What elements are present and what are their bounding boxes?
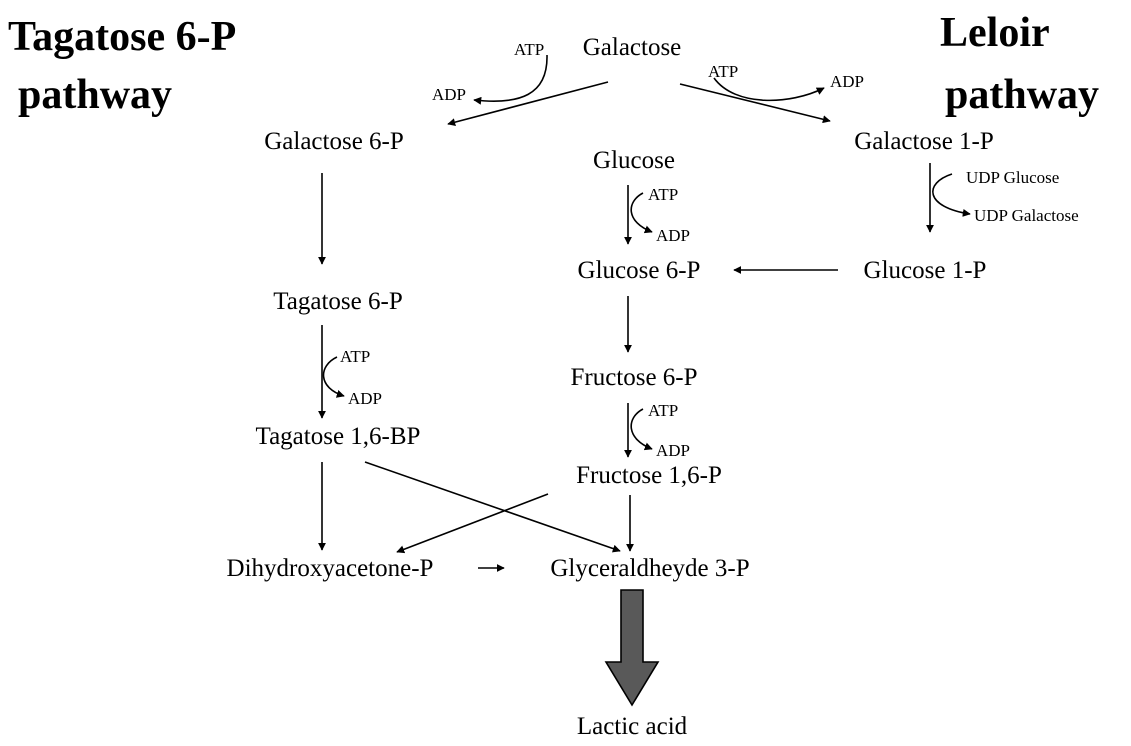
cofactor-adp-tagatose: ADP: [348, 389, 383, 408]
node-glucose-1p: Glucose 1-P: [863, 257, 987, 284]
cofactor-adp-fructose: ADP: [656, 441, 691, 460]
cofactor-udp-galactose: UDP Galactose: [974, 206, 1079, 225]
node-lactic-acid: Lactic acid: [576, 713, 688, 740]
arrow-galactose-to-galactose-1p: [679, 83, 831, 124]
node-glucose: Glucose: [593, 147, 675, 174]
node-galactose-1p: Galactose 1-P: [854, 128, 994, 155]
node-glyceraldehyde-3p: Glyceraldheyde 3-P: [550, 555, 750, 582]
node-tagatose-16bp: Tagatose 1,6-BP: [255, 423, 421, 450]
curve-atp-to-adp-right: [713, 77, 825, 102]
cofactor-atp-tagatose: ATP: [340, 347, 371, 366]
arrow-fructose-16p-to-dihydroxyacetone-p: [396, 493, 549, 554]
cofactor-udp-glucose: UDP Glucose: [966, 168, 1060, 187]
leloir-pathway-heading-line1: Leloir: [940, 10, 1050, 56]
node-galactose: Galactose: [582, 34, 682, 61]
cofactor-atp-fructose: ATP: [648, 401, 679, 420]
cofactor-atp-top-left: ATP: [514, 40, 545, 59]
cofactor-adp-glucose: ADP: [656, 226, 691, 245]
cofactor-atp-top-right: ATP: [708, 62, 739, 81]
node-dihydroxyacetone-p: Dihydroxyacetone-P: [226, 555, 434, 582]
curve-atp-to-adp-tagatose: [322, 356, 345, 398]
arrow-tagatose-16bp-to-glyceraldehyde-3p: [364, 461, 621, 553]
cofactor-adp-top-left: ADP: [432, 85, 467, 104]
tagatose-pathway-heading-line2: pathway: [18, 72, 173, 118]
node-fructose-6p: Fructose 6-P: [570, 364, 698, 391]
node-tagatose-6p: Tagatose 6-P: [273, 288, 403, 315]
arrow-galactose-to-galactose-6p: [447, 81, 609, 127]
leloir-pathway-heading-line2: pathway: [945, 72, 1100, 118]
curve-atp-to-adp-glucose: [630, 192, 653, 234]
curve-atp-to-adp-left: [473, 54, 548, 105]
curve-udp-glucose-to-udp-galactose: [932, 173, 971, 217]
tagatose-pathway-heading-line1: Tagatose 6-P: [8, 14, 237, 60]
big-arrow-to-lactic-acid: [604, 589, 660, 707]
node-glucose-6p: Glucose 6-P: [577, 257, 701, 284]
node-galactose-6p: Galactose 6-P: [264, 128, 404, 155]
cofactor-atp-glucose: ATP: [648, 185, 679, 204]
curve-atp-to-adp-fructose: [630, 408, 653, 451]
node-fructose-16p: Fructose 1,6-P: [576, 462, 722, 489]
cofactor-adp-top-right: ADP: [830, 72, 865, 91]
